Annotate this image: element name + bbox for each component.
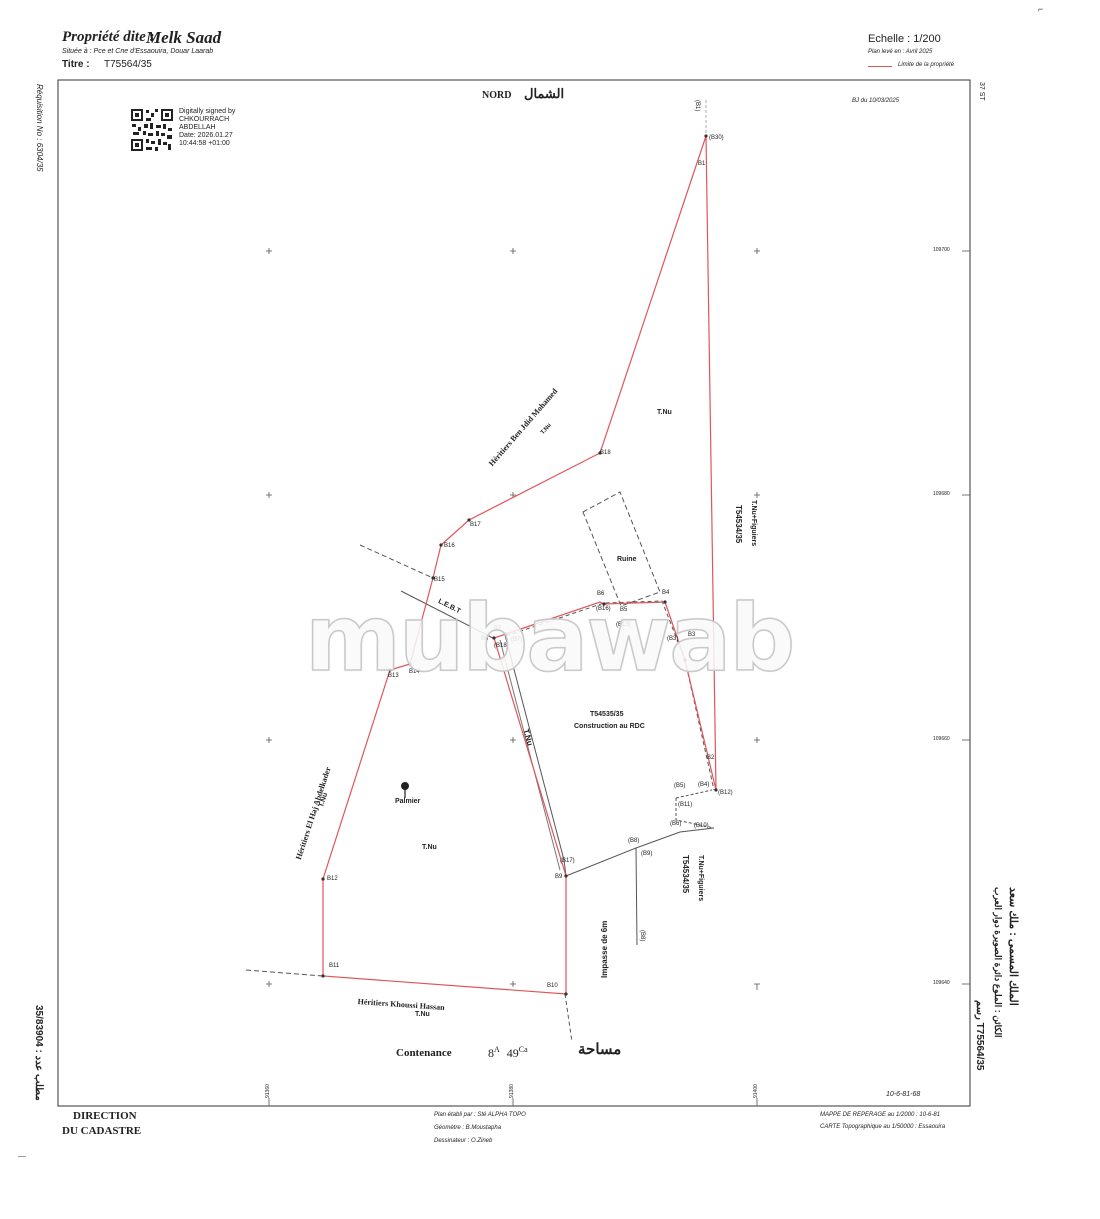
footer-direction: DIRECTION <box>73 1110 137 1122</box>
point-label: B8 <box>481 636 489 642</box>
point-label: (B1) <box>694 100 700 112</box>
legend-line <box>868 66 892 67</box>
point-label: (B11) <box>678 802 693 808</box>
point-label: (B17) <box>560 858 575 864</box>
grid-x-label: 91380 <box>509 1084 515 1098</box>
grid-crosses <box>266 248 760 990</box>
point-label: B10 <box>547 983 558 989</box>
scale-label: Echelle : 1/200 <box>868 33 941 45</box>
point-label: B1 <box>698 161 706 167</box>
point-label: B13 <box>388 673 399 679</box>
point-label: B11 <box>329 963 340 969</box>
footer-mappe: MAPPE DE REPERAGE au 1/2000 : 10-6-81 <box>820 1112 941 1118</box>
legend-text: Limite de la propriété <box>898 62 955 68</box>
grid-y-label: 109680 <box>933 491 950 497</box>
property-label: Propriété dite : <box>62 29 155 45</box>
north-label: NORD <box>482 90 512 101</box>
east-neighbor-sub: T.Nu+Figuiers <box>750 500 757 547</box>
point-label: (B10) <box>694 823 709 829</box>
point-label: B16 <box>444 543 455 549</box>
point-label: (B16) <box>596 606 611 612</box>
point-label: (B7) <box>511 637 523 643</box>
survey-date: Plan levé en : Avril 2025 <box>868 49 933 55</box>
bj-date: BJ du 10/03/2025 <box>852 98 900 104</box>
digital-signature: Digitally signed by CHKOURRACH ABDELLAH … <box>179 108 236 147</box>
arabic-title: رسم T75564/35 <box>974 1000 985 1071</box>
arabic-property-name: الملك المسمى : ملك سعد <box>1007 887 1019 1006</box>
point-label: (B18) <box>494 643 509 649</box>
point-label: (B8) <box>639 930 645 942</box>
point-label: (B6) <box>670 821 682 827</box>
point-label: B6 <box>597 591 605 597</box>
se-neighbor-sub: T.Nu+Figuiers <box>697 855 704 902</box>
watermark-logo: mubawab <box>304 584 796 693</box>
center-parcel-sub: Construction au RDC <box>574 723 645 730</box>
palmier-label: Palmier <box>395 798 421 805</box>
qr-code-icon <box>130 108 174 152</box>
grid-x-label: 91400 <box>753 1084 759 1098</box>
requisition-vertical: 35/83904 : مطلب عدد <box>33 1005 44 1101</box>
boundary-points <box>321 134 718 996</box>
grid-x-label: 91360 <box>265 1084 271 1098</box>
north-label-arabic: الشمال <box>524 86 565 101</box>
corner-mark: ⌐ <box>1038 4 1044 14</box>
footer-carte: CARTE Topographique au 1/50000 : Essaoui… <box>820 1124 946 1130</box>
palm-tree-icon <box>401 782 409 798</box>
footer-cadastre: DU CADASTRE <box>62 1125 142 1137</box>
point-label: (B8) <box>628 838 640 844</box>
point-label: (B3) <box>667 636 679 642</box>
point-label: B15 <box>434 577 445 583</box>
property-location: Située à : Pce et Cne d'Essaouira, Douar… <box>62 48 214 55</box>
point-label: B18 <box>600 450 611 456</box>
titre-label: Titre : <box>62 59 90 70</box>
footer-plan-etabli: Plan établi par : Sté ALPHA TOPO <box>434 1112 526 1118</box>
tnu-lower-label: T.Nu <box>422 844 437 851</box>
titre-value: T75564/35 <box>104 59 152 70</box>
point-label: B12 <box>327 876 338 882</box>
grid-y-label: 109660 <box>933 736 950 742</box>
point-label: (B13) <box>616 622 631 628</box>
point-label: B17 <box>470 522 481 528</box>
neighbor-lines <box>245 491 715 1043</box>
point-label: B2 <box>707 755 715 761</box>
point-label: (B30) <box>709 135 724 141</box>
point-label: (B12) <box>718 790 733 796</box>
contenance-arabic: مساحة <box>578 1041 622 1058</box>
grid-y-label: 109700 <box>933 247 950 253</box>
center-parcel-title: T54535/35 <box>590 711 624 718</box>
property-name: Melk Saad <box>146 28 222 47</box>
point-label: B3 <box>688 632 696 638</box>
tnu-upper-label: T.Nu <box>657 409 672 416</box>
map-code: 10-6-81-68 <box>886 1091 921 1098</box>
point-label: B14 <box>409 669 420 675</box>
page-mark <box>18 1156 26 1157</box>
contenance-value: 8A 49Ca <box>488 1045 528 1060</box>
grid-y-label: 109640 <box>933 980 950 986</box>
point-label: (B4) <box>698 782 710 788</box>
footer-dessinateur: Dessinateur : O.Zineb <box>434 1138 493 1144</box>
arabic-location: الكائن : الملوع دائرة الصويرة دوار العرب <box>993 887 1003 1038</box>
point-label: B5 <box>620 607 628 613</box>
footer-geometre: Géomètre : B.Moustapha <box>434 1125 502 1131</box>
point-label: B9 <box>555 874 563 880</box>
point-label: (B9) <box>641 851 653 857</box>
contenance-label: Contenance <box>396 1047 452 1059</box>
point-label: (B5) <box>674 783 686 789</box>
se-neighbor-label: T54534/35 <box>681 855 690 894</box>
south-neighbor-tnu: T.Nu <box>415 1011 430 1018</box>
point-label: B7 <box>494 626 502 632</box>
ruine-label: Ruine <box>617 556 637 563</box>
east-neighbor-label: T54534/35 <box>734 505 743 544</box>
property-boundary <box>322 135 717 995</box>
impasse-label: Impasse de 6m <box>600 920 609 978</box>
point-label: B4 <box>662 590 670 596</box>
